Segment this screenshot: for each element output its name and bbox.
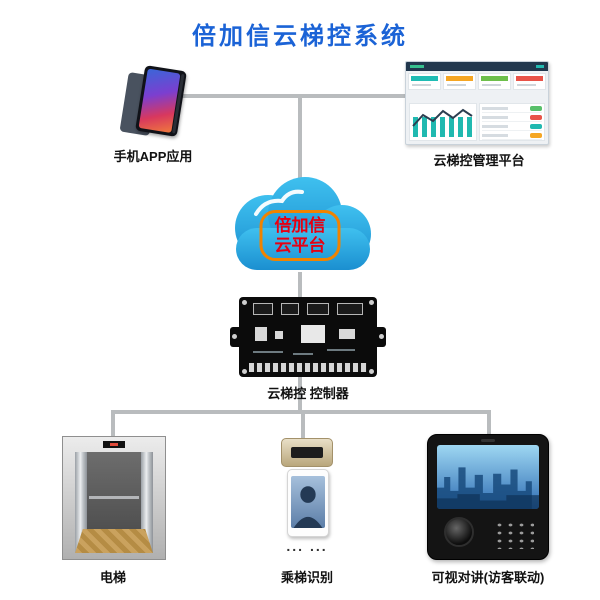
- phone-label: 手机APP应用: [113, 149, 193, 164]
- floor-display: [103, 441, 125, 448]
- chip-icon: [275, 331, 283, 339]
- connector-line-top-horizontal: [155, 94, 425, 98]
- cloud-badge-line1: 倍加信: [274, 216, 326, 235]
- card-reader-illustration: [281, 438, 333, 467]
- phone-body: [135, 65, 187, 137]
- screw-icon: [369, 300, 374, 305]
- table-row: [482, 132, 542, 140]
- controller-label: 云梯控 控制器: [267, 386, 349, 401]
- silkscreen-line: [293, 353, 313, 355]
- platform-label: 云梯控管理平台: [433, 153, 525, 168]
- connector-line-cloud-to-controller: [298, 272, 302, 305]
- table-row: [482, 123, 542, 131]
- silkscreen-line: [253, 351, 283, 353]
- dashboard-illustration: [405, 61, 549, 145]
- keypad-icon: [492, 519, 534, 549]
- screw-icon: [379, 334, 384, 339]
- cloud-illustration: 倍加信 云平台: [210, 172, 390, 292]
- table-row: [482, 105, 542, 113]
- dashboard-table: [479, 103, 545, 141]
- elevator-carpet: [75, 529, 153, 553]
- chip-icon: [339, 329, 355, 339]
- kpi-tile: [513, 73, 546, 90]
- intercom-screen: [437, 445, 539, 509]
- kpi-tile: [408, 73, 441, 90]
- screw-icon: [232, 334, 237, 339]
- handrail: [89, 496, 139, 499]
- screw-icon: [369, 369, 374, 374]
- intercom-label: 可视对讲(访客联动): [431, 570, 545, 585]
- page-title: 倍加信云梯控系统: [192, 23, 408, 50]
- recognition-screen: [291, 476, 325, 528]
- intercom-illustration: [427, 434, 549, 560]
- dashboard-titlebar: [406, 62, 548, 71]
- reader-display: [291, 447, 323, 458]
- connector-port: [253, 303, 273, 315]
- cloud-platform-badge: 倍加信 云平台: [259, 210, 341, 262]
- connector-line-to-elevator: [111, 410, 115, 442]
- elevator-label: 电梯: [99, 570, 127, 585]
- silkscreen-line: [327, 349, 355, 351]
- chip-icon: [255, 327, 267, 341]
- screw-icon: [242, 300, 247, 305]
- connector-port: [337, 303, 363, 315]
- screw-icon: [242, 369, 247, 374]
- elevator-cab: [75, 452, 153, 553]
- relay-icon: [301, 325, 325, 343]
- connector-line-controller-to-bus: [298, 370, 302, 414]
- mounting-ear: [377, 327, 386, 347]
- kpi-tile: [443, 73, 476, 90]
- kpi-tile: [478, 73, 511, 90]
- elevator-door-left: [75, 452, 87, 553]
- controller-illustration: [230, 297, 386, 377]
- camera-lens-icon: [444, 517, 474, 547]
- speaker-grill-icon: [481, 439, 495, 442]
- connector-port: [307, 303, 329, 315]
- recognition-terminal-illustration: [287, 469, 329, 537]
- phone-illustration: [112, 62, 194, 144]
- cloud-badge-line2: 云平台: [274, 235, 326, 255]
- dashboard-chart: [409, 103, 477, 141]
- recognition-label: 乘梯识别: [280, 570, 334, 585]
- connector-line-to-intercom: [487, 410, 491, 440]
- connector-line-top-vertical: [298, 94, 302, 214]
- elevator-door-right: [141, 452, 153, 553]
- table-row: [482, 114, 542, 122]
- dashboard-kpi-row: [406, 71, 548, 92]
- continuation-dots: ... ...: [286, 538, 328, 554]
- mounting-ear: [230, 327, 239, 347]
- bar-chart-icon: [413, 117, 473, 137]
- person-icon: [293, 486, 323, 528]
- city-skyline-icon: [437, 445, 539, 509]
- line-chart-icon: [412, 108, 473, 127]
- terminal-strip: [249, 363, 367, 372]
- connector-port: [281, 303, 299, 315]
- elevator-illustration: [62, 436, 166, 560]
- connector-line-to-recognition: [301, 410, 305, 442]
